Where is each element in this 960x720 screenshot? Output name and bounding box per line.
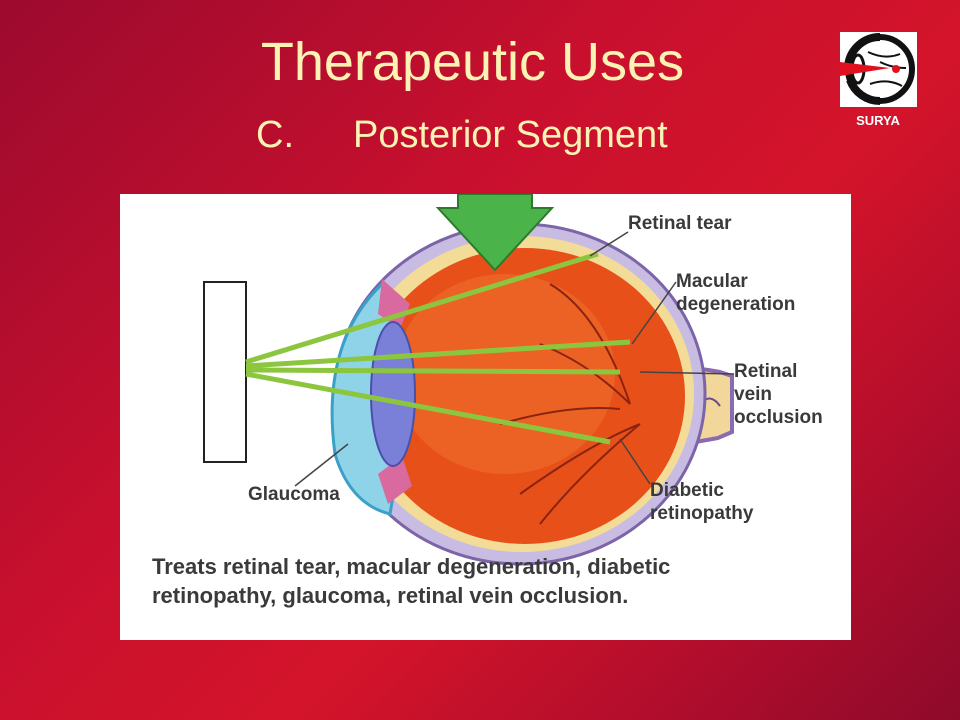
label-glaucoma: Glaucoma [248, 484, 340, 505]
eye-laser-icon [840, 32, 917, 107]
label-retinal-tear: Retinal tear [628, 213, 732, 234]
lens [370, 321, 416, 467]
laser-beams [245, 251, 631, 445]
slide-title: Therapeutic Uses [260, 32, 685, 92]
label-retinal-vein-occlusion: Retinal vein occlusion [734, 360, 823, 429]
label-vein-line3: occlusion [734, 407, 823, 428]
subtitle-text: Posterior Segment [353, 114, 668, 156]
figure-caption: Treats retinal tear, macular degeneratio… [152, 552, 832, 610]
caption-line2: retinopathy, glaucoma, retinal vein occl… [152, 583, 629, 608]
focus-arrow [435, 194, 555, 272]
label-diabetic-line2: retinopathy [650, 503, 754, 524]
label-macular-line1: Macular [676, 271, 748, 292]
label-diabetic-line1: Diabetic [650, 480, 724, 501]
caption-line1: Treats retinal tear, macular degeneratio… [152, 554, 671, 579]
laser-source [203, 281, 247, 463]
label-diabetic-retinopathy: Diabetic retinopathy [650, 479, 753, 525]
surya-logo [840, 32, 917, 107]
slide-subtitle: C. Posterior Segment [256, 112, 668, 158]
label-macular-degeneration: Macular degeneration [676, 270, 795, 316]
label-vein-line2: vein [734, 384, 773, 405]
eye-diagram: Retinal tear Macular degeneration Retina… [120, 194, 851, 640]
label-macular-line2: degeneration [676, 294, 796, 315]
eye-illustration [203, 194, 735, 566]
logo-label: SURYA [856, 113, 900, 128]
subtitle-letter: C. [256, 114, 294, 156]
label-vein-line1: Retinal [734, 361, 798, 382]
